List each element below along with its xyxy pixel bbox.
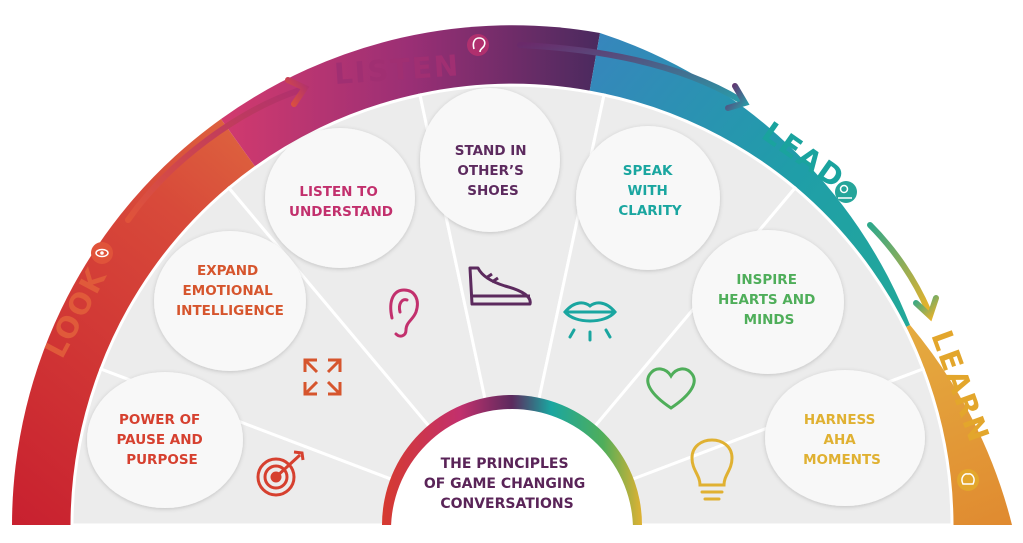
principle-7-line-1: HARNESS (804, 412, 876, 428)
heart-icon (646, 367, 696, 410)
principle-7-line-2: AHA (824, 432, 857, 448)
principle-6-line-3: MINDS (744, 312, 795, 328)
eye-icon (91, 242, 113, 264)
principle-look-2: EXPAND EMOTIONAL INTELLIGENCE (176, 263, 284, 319)
principle-learn-1: HARNESS AHA MOMENTS (803, 412, 881, 468)
svg-text:INSPIRE HEARTS AND: INSPIRE HEARTS AND MINDS (718, 272, 820, 328)
center-hub (390, 409, 634, 531)
arrow-lead-to-learn (867, 222, 939, 322)
svg-text:HARNESS AHA MOMENT: HARNESS AHA MOMENTS (803, 412, 881, 468)
principle-3-line-2: UNDERSTAND (289, 204, 393, 220)
ear-small-icon (467, 34, 489, 56)
arrow-look-to-listen (125, 77, 310, 223)
brain-icon (957, 469, 979, 491)
svg-text:EXPAND EMOTIONAL I: EXPAND EMOTIONAL INTELLIGENCE (176, 263, 284, 319)
principle-6-line-2: HEARTS AND (718, 292, 815, 308)
principle-4-line-1: STAND IN (455, 143, 527, 159)
shoe-icon (468, 266, 532, 306)
principle-1-line-3: PURPOSE (126, 452, 198, 468)
principle-5-line-2: WITH (627, 183, 667, 199)
lips-icon (563, 301, 617, 342)
principle-5-line-3: CLARITY (618, 203, 682, 219)
center-line-1: THE PRINCIPLES (441, 456, 569, 472)
svg-text:SPEAK WITH CLARITY: SPEAK WITH CLARITY (618, 163, 682, 219)
arrow-listen-to-lead (517, 42, 750, 111)
svg-text:POWER OF PAUSE AND: POWER OF PAUSE AND PURPOSE (117, 412, 208, 468)
principle-2-line-3: INTELLIGENCE (176, 303, 284, 319)
svg-text:LISTEN TO UNDERSTAND: LISTEN TO UNDERSTAND (289, 184, 393, 220)
principle-6-line-1: INSPIRE (736, 272, 797, 288)
center-line-2: OF GAME CHANGING (424, 476, 586, 492)
principle-listen-2: STAND IN OTHER’S SHOES (455, 143, 532, 199)
principle-lead-2: INSPIRE HEARTS AND MINDS (718, 272, 820, 328)
principle-3-line-1: LISTEN TO (299, 184, 377, 200)
bubbles (87, 88, 925, 508)
principle-1-line-1: POWER OF (119, 412, 200, 428)
center-title: THE PRINCIPLES OF GAME CHANGING CONVERSA… (424, 456, 590, 512)
principle-look-1: POWER OF PAUSE AND PURPOSE (117, 412, 208, 468)
principle-4-line-2: OTHER’S (457, 163, 523, 179)
target-icon (256, 450, 305, 497)
principle-5-line-1: SPEAK (623, 163, 673, 179)
principle-2-line-1: EXPAND (197, 263, 258, 279)
svg-text:STAND IN OTHER’S S: STAND IN OTHER’S SHOES (455, 143, 532, 199)
ear-icon (389, 288, 419, 338)
principle-listen-1: LISTEN TO UNDERSTAND (289, 184, 393, 220)
principle-1-line-2: PAUSE AND (117, 432, 203, 448)
speaking-head-icon (835, 181, 857, 203)
expand-arrows-icon (303, 358, 342, 396)
principle-lead-1: SPEAK WITH CLARITY (618, 163, 682, 219)
principle-2-line-2: EMOTIONAL (183, 283, 274, 299)
center-line-3: CONVERSATIONS (440, 496, 573, 512)
principle-4-line-3: SHOES (467, 183, 518, 199)
lightbulb-icon (690, 438, 734, 501)
principle-7-line-3: MOMENTS (803, 452, 881, 468)
